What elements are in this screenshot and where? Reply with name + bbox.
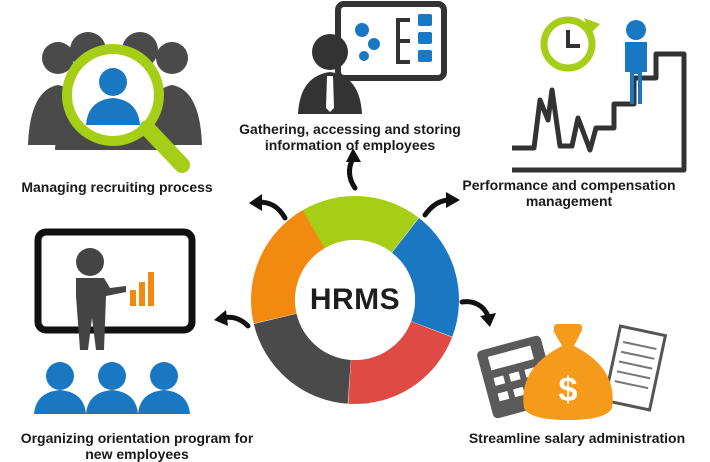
ring-segment-performance	[251, 196, 459, 404]
ring-center	[295, 240, 415, 360]
arrowheads	[214, 148, 496, 327]
hrms-ring	[251, 196, 460, 404]
ring-segment-orientation	[251, 196, 460, 404]
arrow-right-icon	[459, 299, 491, 319]
arrow-up-icon	[347, 155, 358, 191]
presentation-icon	[34, 228, 196, 414]
arrowhead-upleft-icon	[249, 194, 262, 211]
ring-segment-recruiting	[251, 196, 460, 404]
profile-board-icon	[298, 1, 447, 114]
label-orientation: Organizing orientation program for new e…	[2, 430, 272, 462]
label-line: Gathering, accessing and storing	[239, 121, 461, 137]
arrowhead-up-icon	[346, 148, 361, 162]
arrowhead-upright-icon	[446, 192, 460, 208]
label-information: Gathering, accessing and storing informa…	[222, 121, 478, 153]
magnifier-people-icon	[28, 32, 202, 173]
money-bag-calculator-icon: $	[477, 324, 668, 420]
svg-text:$: $	[559, 371, 578, 409]
label-line: Organizing orientation program for	[20, 430, 254, 446]
label-performance: Performance and compensation management	[458, 177, 680, 209]
arrow-upleft-icon	[255, 199, 288, 221]
center-title: HRMS	[309, 283, 401, 316]
label-salary: Streamline salary administration	[450, 430, 704, 446]
label-line: Managing recruiting process	[21, 179, 213, 195]
label-line: information of employees	[264, 137, 436, 153]
label-line: Streamline salary administration	[468, 430, 686, 446]
arrowhead-left-icon	[214, 310, 228, 326]
growth-clock-icon	[512, 16, 687, 173]
ring-segment-salary	[251, 196, 459, 404]
arrowhead-right-icon	[480, 313, 496, 327]
label-line: Performance and compensation	[462, 177, 676, 193]
label-recruiting: Managing recruiting process	[8, 179, 226, 195]
label-line: new employees	[85, 446, 189, 462]
label-line: management	[525, 193, 613, 209]
